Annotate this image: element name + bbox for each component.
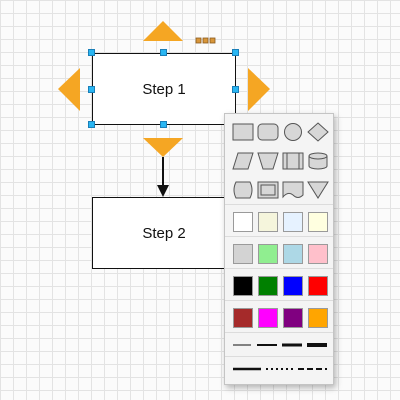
color-swatch[interactable] xyxy=(257,307,278,328)
palette-divider xyxy=(225,300,333,301)
color-swatch[interactable] xyxy=(282,211,303,232)
shape-step-2[interactable]: Step 2 xyxy=(92,197,236,269)
arrow-up-icon[interactable] xyxy=(143,21,183,41)
more-dots-icon[interactable] xyxy=(209,37,216,44)
ellipse-shape-option[interactable] xyxy=(281,120,304,143)
rounded-rectangle-icon xyxy=(257,123,278,140)
tape-icon xyxy=(233,181,252,198)
arrow-left-icon[interactable] xyxy=(58,68,80,111)
palette-divider xyxy=(225,356,333,357)
tape-shape-option[interactable] xyxy=(231,178,254,201)
palette-divider xyxy=(225,204,333,205)
palette-divider xyxy=(225,236,333,237)
resize-handle-ne[interactable] xyxy=(232,49,239,56)
shape-label: Step 2 xyxy=(142,224,186,242)
arrow-down-icon[interactable] xyxy=(143,138,183,157)
stroke-width-row xyxy=(233,343,327,347)
ellipse-icon xyxy=(283,122,302,141)
document-shape-option[interactable] xyxy=(281,178,304,201)
palette-shapes-row xyxy=(231,120,329,144)
triangle-down-icon xyxy=(306,181,329,199)
resize-handle-sw[interactable] xyxy=(88,121,95,128)
shape-label: Step 1 xyxy=(142,80,186,98)
diamond-icon xyxy=(306,121,329,142)
cylinder-shape-option[interactable] xyxy=(306,149,329,172)
color-swatch[interactable] xyxy=(307,243,328,264)
color-swatch[interactable] xyxy=(257,211,278,232)
color-swatch[interactable] xyxy=(282,243,303,264)
more-dots-icon[interactable] xyxy=(195,37,202,44)
triangle-shape-option[interactable] xyxy=(306,178,329,201)
more-dots-icon[interactable] xyxy=(202,37,209,44)
stroke-style-row xyxy=(233,367,327,371)
palette-color-row xyxy=(231,242,329,266)
palette-divider xyxy=(225,332,333,333)
color-swatch[interactable] xyxy=(232,243,253,264)
color-swatch[interactable] xyxy=(282,275,303,296)
color-swatch[interactable] xyxy=(307,211,328,232)
color-swatch[interactable] xyxy=(257,243,278,264)
resize-handle-e[interactable] xyxy=(232,86,239,93)
cube-shape-option[interactable] xyxy=(256,178,279,201)
arrow-right-icon[interactable] xyxy=(248,68,270,111)
document-icon xyxy=(282,181,303,198)
resize-handle-s[interactable] xyxy=(160,121,167,128)
palette-shapes-row xyxy=(231,178,329,202)
parallelogram-icon xyxy=(231,152,254,169)
color-swatch[interactable] xyxy=(307,275,328,296)
color-swatch[interactable] xyxy=(282,307,303,328)
cube-icon xyxy=(260,184,275,195)
trapezoid-icon xyxy=(256,152,279,169)
shape-style-palette xyxy=(224,113,334,385)
parallelogram-shape-option[interactable] xyxy=(231,149,254,172)
cylinder-icon xyxy=(308,152,327,159)
color-swatch[interactable] xyxy=(232,307,253,328)
palette-divider xyxy=(225,268,333,269)
shape-step-1[interactable]: Step 1 xyxy=(92,53,236,125)
resize-handle-nw[interactable] xyxy=(88,49,95,56)
resize-handle-n[interactable] xyxy=(160,49,167,56)
rounded-rectangle-shape-option[interactable] xyxy=(256,120,279,143)
palette-color-row xyxy=(231,274,329,298)
resize-handle-w[interactable] xyxy=(88,86,95,93)
rectangle-icon xyxy=(232,123,253,140)
trapezoid-shape-option[interactable] xyxy=(256,149,279,172)
palette-shapes-row xyxy=(231,149,329,173)
diamond-shape-option[interactable] xyxy=(306,120,329,143)
connector-arrowhead xyxy=(157,185,169,197)
color-swatch[interactable] xyxy=(232,211,253,232)
color-swatch[interactable] xyxy=(257,275,278,296)
palette-color-row xyxy=(231,306,329,330)
palette-color-row xyxy=(231,210,329,234)
process-shape-option[interactable] xyxy=(281,149,304,172)
rectangle-shape-option[interactable] xyxy=(231,120,254,143)
color-swatch[interactable] xyxy=(307,307,328,328)
color-swatch[interactable] xyxy=(232,275,253,296)
